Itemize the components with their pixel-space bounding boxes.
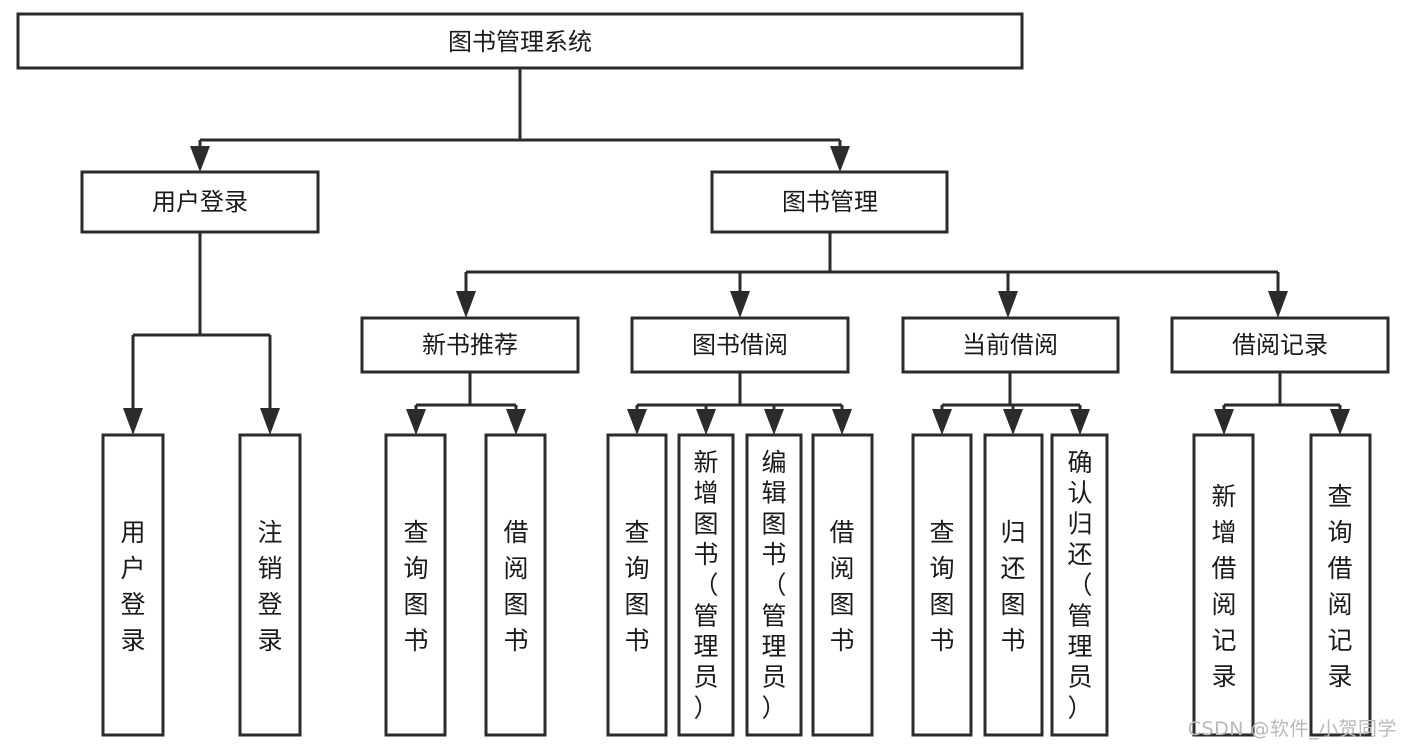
node-book-borrow-box[interactable] (630, 316, 850, 374)
leaf-node[interactable]: 新增图书（管理员） (677, 433, 735, 737)
arrow-nbr-leaf-1 (406, 409, 426, 435)
leaf-node-box[interactable] (983, 433, 1044, 737)
leaf-node-label: 查询图书 (624, 518, 649, 655)
leaf-node-label: 查询图书 (929, 518, 954, 655)
node-current-borrow-box[interactable] (901, 316, 1120, 374)
leaf-node-box[interactable] (484, 433, 547, 737)
node-new-book-recommend[interactable]: 新书推荐 (360, 316, 580, 374)
leaf-node[interactable]: 编辑图书（管理员） (745, 433, 803, 737)
leaf-node-label: 确认归还（管理员） (1067, 448, 1092, 722)
arrow-bb-leaf-4 (832, 409, 852, 435)
arrow-book-manage (830, 146, 850, 172)
leaf-node-box[interactable] (1050, 433, 1109, 737)
node-current-borrow-label: 当前借阅 (962, 331, 1058, 359)
arrow-bb-leaf-3 (764, 409, 784, 435)
leaf-node-box[interactable] (101, 433, 165, 737)
leaf-node-box[interactable] (745, 433, 803, 737)
node-book-manage-box[interactable] (710, 170, 949, 234)
node-new-book-recommend-label: 新书推荐 (422, 331, 518, 359)
node-current-borrow[interactable]: 当前借阅 (901, 316, 1120, 374)
arrow-cb-leaf-2 (1003, 409, 1023, 435)
node-root-box[interactable] (16, 12, 1024, 70)
node-book-manage[interactable]: 图书管理 (710, 170, 949, 234)
arrow-br-leaf-1 (1214, 409, 1234, 435)
leaf-node[interactable]: 归还图书 (983, 433, 1044, 737)
arrow-leaf-logout (260, 408, 280, 435)
leaf-node-label: 归还图书 (1000, 518, 1025, 655)
node-user-login-label: 用户登录 (152, 188, 248, 216)
arrow-book-borrow (730, 291, 750, 318)
arrow-bb-leaf-2 (696, 409, 716, 435)
node-book-borrow-label: 图书借阅 (692, 331, 788, 359)
leaf-node-label: 借阅图书 (829, 518, 854, 655)
arrow-br-leaf-2 (1330, 409, 1350, 435)
leaf-node-box[interactable] (677, 433, 735, 737)
leaf-node-label: 新增借阅记录 (1211, 482, 1236, 691)
connectors-layer (123, 68, 1350, 435)
leaf-node-box[interactable] (384, 433, 447, 737)
leaf-node-box[interactable] (1309, 433, 1372, 737)
arrow-bb-leaf-1 (627, 409, 647, 435)
leaf-node-box[interactable] (606, 433, 668, 737)
leaf-node-label: 注销登录 (257, 518, 282, 655)
node-borrow-record-label: 借阅记录 (1232, 331, 1328, 359)
arrow-leaf-user-login (123, 408, 143, 435)
leaf-node-label: 查询图书 (403, 518, 428, 655)
leaf-node-label: 查询借阅记录 (1327, 482, 1352, 691)
node-book-borrow[interactable]: 图书借阅 (630, 316, 850, 374)
leaf-node-box[interactable] (1192, 433, 1255, 737)
leaf-node-label: 用户登录 (120, 518, 145, 655)
leaf-node[interactable]: 借阅图书 (484, 433, 547, 737)
leaf-nodes-layer: 用户登录 注销登录 查询图书 借阅图书 查询图书 新增图书（管理员） (101, 433, 1372, 737)
leaf-node-label: 新增图书（管理员） (693, 448, 718, 722)
node-user-login[interactable]: 用户登录 (80, 170, 320, 234)
leaf-node-box[interactable] (911, 433, 973, 737)
leaf-node[interactable]: 查询图书 (606, 433, 668, 737)
leaf-node[interactable]: 注销登录 (238, 433, 302, 737)
arrow-user-login (190, 146, 210, 172)
arrow-cb-leaf-3 (1070, 409, 1090, 435)
node-book-manage-label: 图书管理 (782, 188, 878, 216)
leaf-node-box[interactable] (811, 433, 874, 737)
leaf-node-label: 编辑图书（管理员） (761, 448, 786, 722)
arrow-cb-leaf-1 (932, 409, 952, 435)
leaf-node[interactable]: 查询借阅记录 (1309, 433, 1372, 737)
arrow-new-book-rec (456, 291, 476, 318)
leaf-node[interactable]: 查询图书 (911, 433, 973, 737)
leaf-node-label: 借阅图书 (503, 518, 528, 655)
leaf-node[interactable]: 新增借阅记录 (1192, 433, 1255, 737)
node-borrow-record[interactable]: 借阅记录 (1170, 316, 1390, 374)
node-user-login-box[interactable] (80, 170, 320, 234)
leaf-node[interactable]: 用户登录 (101, 433, 165, 737)
node-borrow-record-box[interactable] (1170, 316, 1390, 374)
leaf-node[interactable]: 借阅图书 (811, 433, 874, 737)
leaf-node[interactable]: 查询图书 (384, 433, 447, 737)
leaf-node[interactable]: 确认归还（管理员） (1050, 433, 1109, 737)
node-root[interactable]: 图书管理系统 (16, 12, 1024, 70)
node-root-label: 图书管理系统 (448, 28, 592, 56)
node-new-book-recommend-box[interactable] (360, 316, 580, 374)
arrow-current-borrow (998, 291, 1018, 318)
arrow-borrow-record (1268, 291, 1288, 318)
leaf-node-box[interactable] (238, 433, 302, 737)
arrow-nbr-leaf-2 (506, 409, 526, 435)
